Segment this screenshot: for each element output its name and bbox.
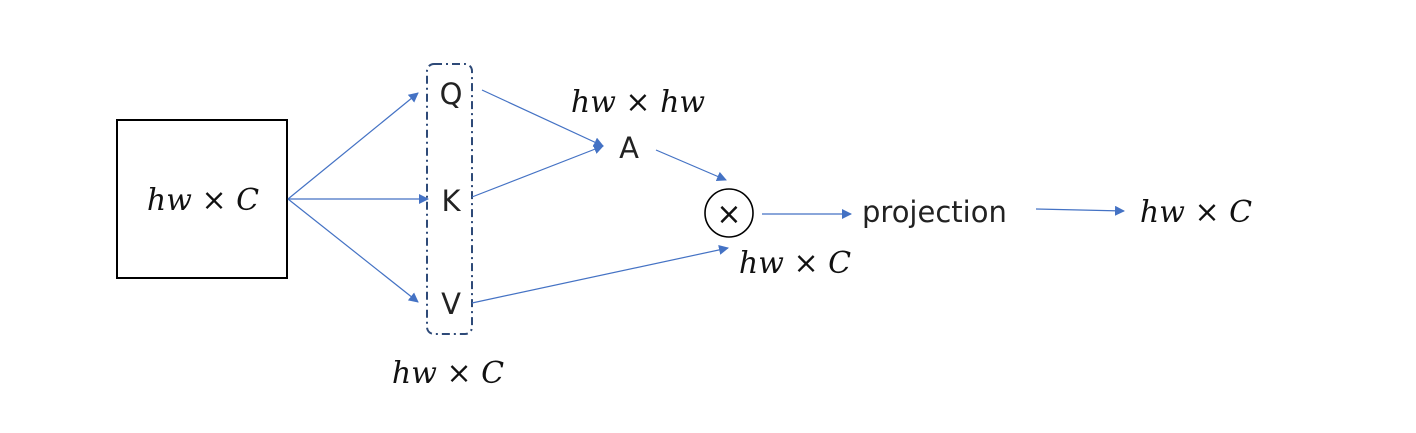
- arrow-q-to-a: [481, 89, 604, 147]
- multiply-circle: [704, 188, 754, 238]
- k-label: K: [441, 184, 461, 218]
- multiply-symbol: ×: [716, 197, 741, 232]
- arrow-input-to-q: [287, 92, 419, 200]
- attention-label: A: [619, 131, 639, 165]
- output-label: hw × C: [1140, 195, 1252, 230]
- arrow-v-to-multiply: [471, 245, 729, 304]
- projection-label: projection: [862, 195, 1007, 229]
- qkv-group-box: [426, 63, 473, 335]
- multiply-dim-label: hw × C: [739, 246, 851, 281]
- input-box: [116, 119, 288, 279]
- arrow-k-to-a: [471, 144, 604, 198]
- input-label: hw × C: [147, 183, 259, 218]
- attention-dim-label: hw × hw: [571, 85, 706, 120]
- arrow-input-to-v: [287, 198, 419, 303]
- qkv-dim-label: hw × C: [392, 356, 504, 391]
- v-label: V: [441, 287, 461, 321]
- q-label: Q: [440, 77, 463, 111]
- arrow-projection-to-output: [1035, 205, 1125, 216]
- arrow-a-to-multiply: [655, 149, 727, 182]
